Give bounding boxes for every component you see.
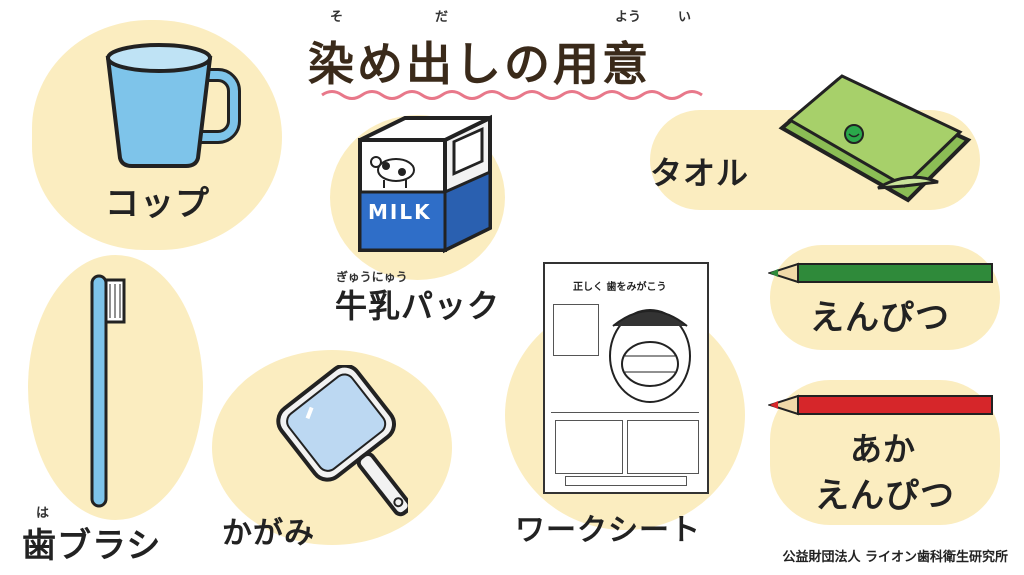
red-pencil-icon bbox=[768, 394, 993, 416]
toothbrush-ruby: は bbox=[36, 506, 50, 521]
title-ruby-you: よう bbox=[615, 10, 642, 25]
milk-carton-icon bbox=[358, 114, 492, 254]
worksheet-label: ワークシート bbox=[515, 513, 701, 548]
milk-carton-text: MILK bbox=[368, 200, 432, 224]
worksheet-face-icon bbox=[609, 309, 691, 403]
towel-icon bbox=[778, 74, 972, 203]
pencil-label: えんぴつ bbox=[810, 298, 950, 338]
worksheet-sheet: 正しく 歯をみがこう bbox=[543, 262, 709, 494]
milk-ruby: ぎゅうにゅう bbox=[336, 270, 408, 284]
toothbrush-icon bbox=[90, 274, 126, 508]
toothbrush-label: 歯ブラシ bbox=[22, 526, 162, 566]
red-pencil-label-line2: えんぴつ bbox=[815, 476, 955, 516]
mirror-label: かがみ bbox=[222, 516, 315, 551]
title-ruby-so: そ bbox=[330, 10, 344, 25]
towel-label: タオル bbox=[650, 154, 750, 192]
page-title: 染め出しの用意 bbox=[308, 37, 651, 91]
publisher-credit: 公益財団法人 ライオン歯科衛生研究所 bbox=[782, 550, 1008, 565]
pencil-blob bbox=[770, 245, 1000, 350]
cup-label: コップ bbox=[105, 184, 210, 224]
red-pencil-label-line1: あか bbox=[850, 430, 917, 468]
cup-icon bbox=[105, 43, 241, 168]
pencil-icon bbox=[768, 262, 993, 284]
title-ruby-i: い bbox=[678, 10, 692, 25]
worksheet-heading: 正しく 歯をみがこう bbox=[573, 282, 667, 293]
title-ruby-da: だ bbox=[435, 10, 449, 25]
mirror-icon bbox=[276, 365, 408, 517]
title-underline bbox=[321, 90, 703, 100]
milk-label: 牛乳パック bbox=[335, 287, 501, 325]
